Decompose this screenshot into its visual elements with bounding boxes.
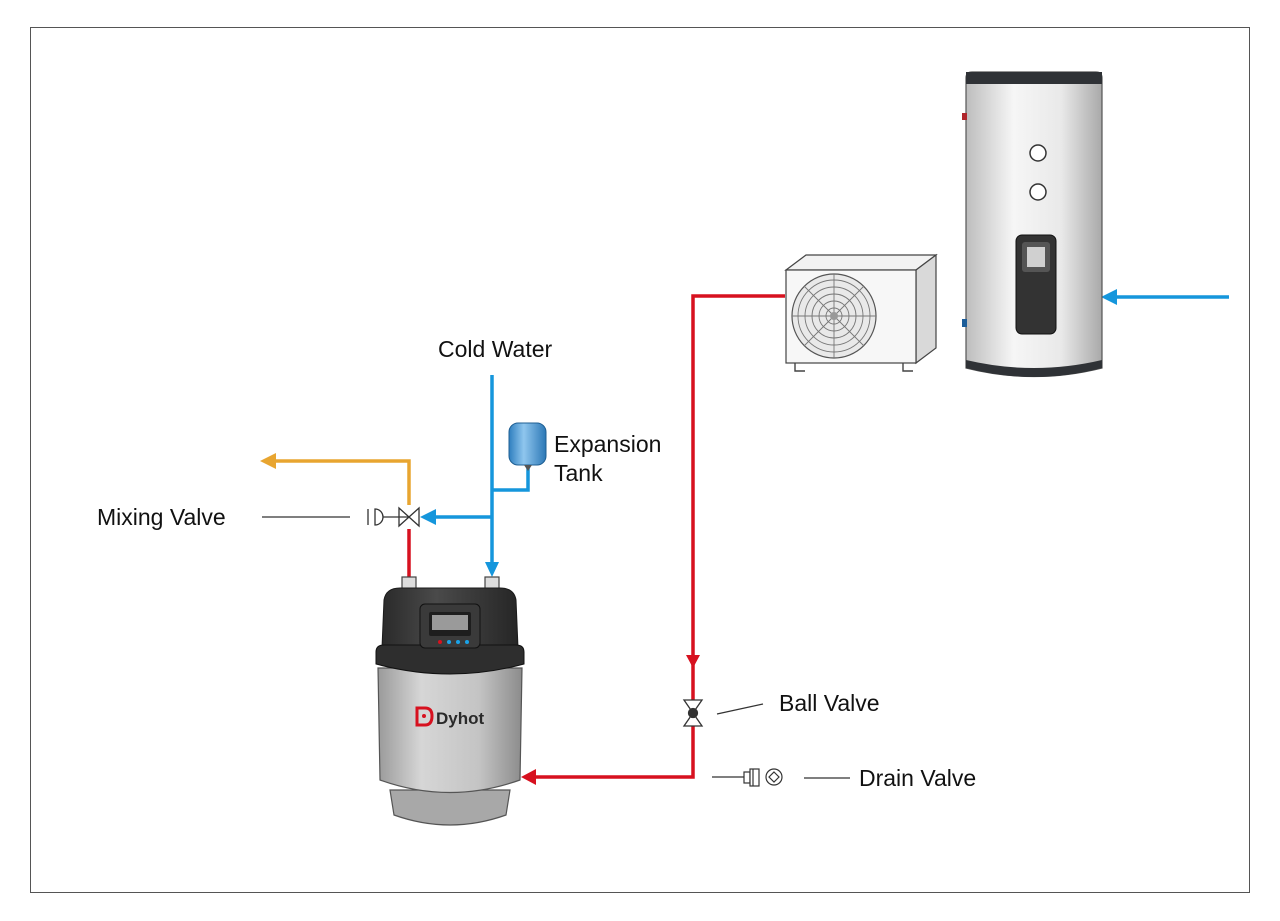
hot-pipe-arrow-down xyxy=(686,655,700,668)
ball-valve-label: Ball Valve xyxy=(779,690,880,716)
outdoor-unit-icon xyxy=(784,253,938,372)
heat-pump-water-heater-icon xyxy=(375,576,525,826)
drain-valve-label: Drain Valve xyxy=(859,765,976,791)
cold-water-pipe xyxy=(434,295,1229,562)
storage-inlet-arrow xyxy=(1101,289,1117,305)
storage-tank-icon xyxy=(962,71,1103,378)
cold-pipe-arrow-left xyxy=(420,509,436,525)
cold-water-label: Cold Water xyxy=(438,336,553,362)
expansion-tank-label-line1: Expansion xyxy=(554,431,661,457)
diagram-frame xyxy=(30,27,1250,893)
mixing-valve-icon xyxy=(367,506,420,528)
expansion-tank-icon xyxy=(508,422,547,471)
expansion-tank-label-line2: Tank xyxy=(554,460,603,486)
leader-lines xyxy=(262,516,850,779)
drain-valve-icon xyxy=(743,768,783,787)
hot-water-pipe xyxy=(407,294,785,779)
mixing-valve-label: Mixing Valve xyxy=(97,504,226,530)
mixed-pipe-arrow-left xyxy=(260,453,276,469)
hot-pipe-arrow-left xyxy=(521,769,536,785)
ball-valve-icon xyxy=(682,699,704,727)
mixed-water-pipe xyxy=(275,459,411,505)
cold-pipe-arrow-down xyxy=(485,562,499,577)
brand-name: Dyhot xyxy=(436,709,485,728)
